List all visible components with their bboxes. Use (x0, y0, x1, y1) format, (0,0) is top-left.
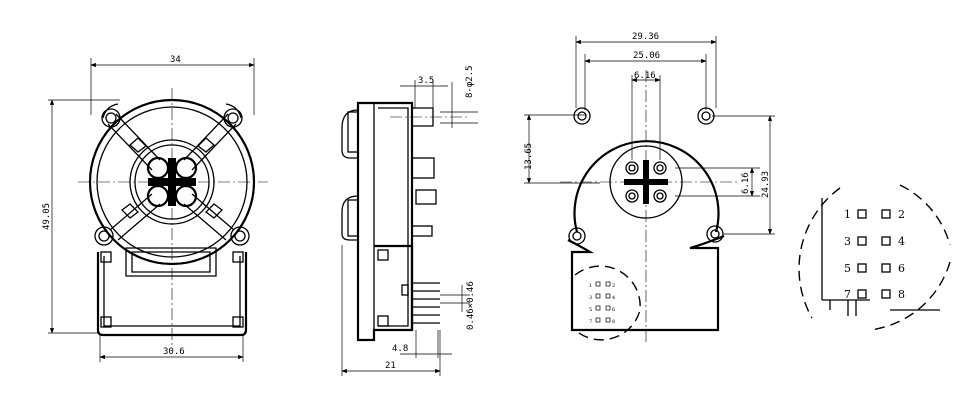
connector-detail: 1 2 3 4 5 6 7 8 (798, 184, 951, 331)
dim-shaft-label: 8-φ2.5 (465, 65, 475, 98)
dim-hole-span-label: 25.06 (633, 51, 660, 61)
small-pin-6: 6 (612, 307, 615, 313)
dim-pin: 0.46×0.46 (440, 281, 476, 330)
dim-width-label: 34 (170, 55, 181, 65)
dim-rear-height-label: 24.93 (761, 171, 771, 198)
pin-5-label: 5 (844, 262, 851, 275)
dim-offset: 13.65 (524, 114, 600, 184)
dim-width: 34 (90, 55, 255, 115)
pin-6-label: 6 (898, 262, 905, 275)
dim-pitch-label: 4.8 (392, 344, 408, 354)
small-pin-7: 7 (589, 319, 592, 325)
dim-hub-label: 6.16 (634, 71, 656, 81)
dim-height-label: 49.05 (42, 203, 52, 230)
dim-pin-label: 0.46×0.46 (466, 281, 476, 330)
dim-depth: 21 (341, 245, 441, 376)
strut-x (102, 103, 242, 241)
dim-hub: 6.16 (631, 71, 661, 160)
hub (146, 156, 198, 208)
pin-3-label: 3 (844, 235, 851, 248)
dim-offset-label: 13.65 (524, 143, 534, 170)
dim-hub-v-label: 6.16 (741, 172, 751, 194)
small-pin-3: 3 (589, 295, 592, 301)
pin-8-label: 8 (898, 288, 905, 301)
dim-shaft: 8-φ2.5 (440, 65, 478, 128)
front-view: 34 49.05 30.6 (42, 55, 268, 362)
dim-height: 49.05 (42, 99, 120, 334)
small-pin-5: 5 (589, 307, 592, 313)
pin-4-label: 4 (898, 235, 905, 248)
small-pin-8: 8 (612, 319, 615, 325)
side-view: 3.5 8-φ2.5 (341, 65, 478, 376)
dim-outer: 29.36 (575, 32, 717, 108)
dim-flange-label: 3.5 (418, 76, 434, 86)
dim-hole-span: 25.06 (584, 51, 707, 110)
rear-view: 29.36 25.06 6.16 13.65 6.16 (524, 32, 775, 345)
small-connector: 1 2 3 4 5 6 7 8 (589, 281, 615, 325)
small-pin-4: 4 (612, 295, 615, 301)
dim-base: 30.6 (99, 335, 244, 362)
dim-rear-height: 24.93 (712, 115, 775, 235)
small-pin-1: 1 (589, 283, 592, 289)
pin-7-label: 7 (844, 288, 851, 301)
lower-housing (96, 247, 248, 337)
dim-pitch: 4.8 (392, 330, 452, 358)
pin-2-label: 2 (898, 208, 905, 221)
dim-depth-label: 21 (385, 361, 396, 371)
dim-base-label: 30.6 (163, 347, 185, 357)
dim-flange: 3.5 (400, 76, 448, 112)
small-pin-2: 2 (612, 283, 615, 289)
dim-outer-label: 29.36 (632, 32, 659, 42)
pin-1-label: 1 (844, 208, 851, 221)
